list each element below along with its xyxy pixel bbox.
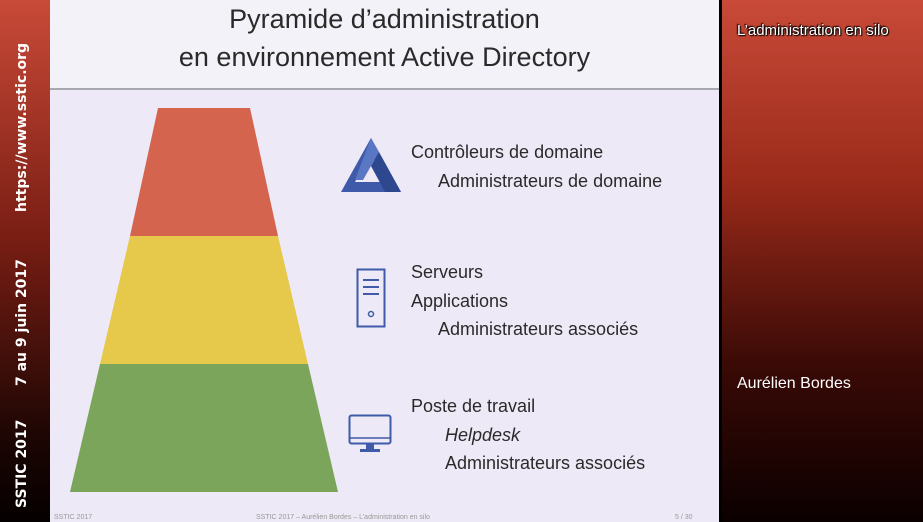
footer-page-number: 5 / 30 — [675, 514, 693, 521]
triangle-logo-icon — [341, 138, 401, 192]
sidebar-event: SSTIC 2017 — [14, 419, 30, 508]
level2-line3: Administrateurs associés — [438, 319, 639, 339]
talk-title: L’administration en silo — [737, 22, 889, 39]
footer-center: SSTIC 2017 – Aurélien Bordes – L’adminis… — [256, 514, 430, 521]
slide-header: Pyramide d’administration en environneme… — [50, 0, 719, 90]
left-sidebar: https://www.sstic.org 7 au 9 juin 2017 S… — [0, 0, 50, 522]
pyramid-tier-bottom — [70, 364, 338, 492]
sidebar-url: https://www.sstic.org — [14, 42, 30, 212]
level3-line1: Poste de travail — [411, 396, 536, 416]
level1-line1: Contrôleurs de domaine — [411, 142, 604, 162]
right-panel: L’administration en silo Aurélien Bordes — [719, 0, 923, 522]
level1-line2: Administrateurs de domaine — [438, 171, 663, 191]
slide: Pyramide d’administration en environneme… — [50, 0, 719, 522]
slide-title-line1: Pyramide d’administration — [229, 4, 540, 34]
monitor-icon — [348, 414, 392, 452]
level2-line1: Serveurs — [411, 262, 484, 282]
author-name: Aurélien Bordes — [737, 375, 851, 392]
server-icon — [356, 268, 386, 328]
footer-left: SSTIC 2017 — [54, 514, 93, 521]
pyramid-tier-top — [130, 108, 278, 236]
pyramid-tier-middle — [100, 236, 308, 364]
level2-line2: Applications — [411, 291, 509, 311]
sidebar-dates: 7 au 9 juin 2017 — [14, 259, 30, 386]
level3-line2: Helpdesk — [445, 425, 521, 445]
slide-title-line2: en environnement Active Directory — [178, 42, 591, 72]
level3-line3: Administrateurs associés — [445, 453, 646, 473]
admin-pyramid — [70, 108, 338, 492]
